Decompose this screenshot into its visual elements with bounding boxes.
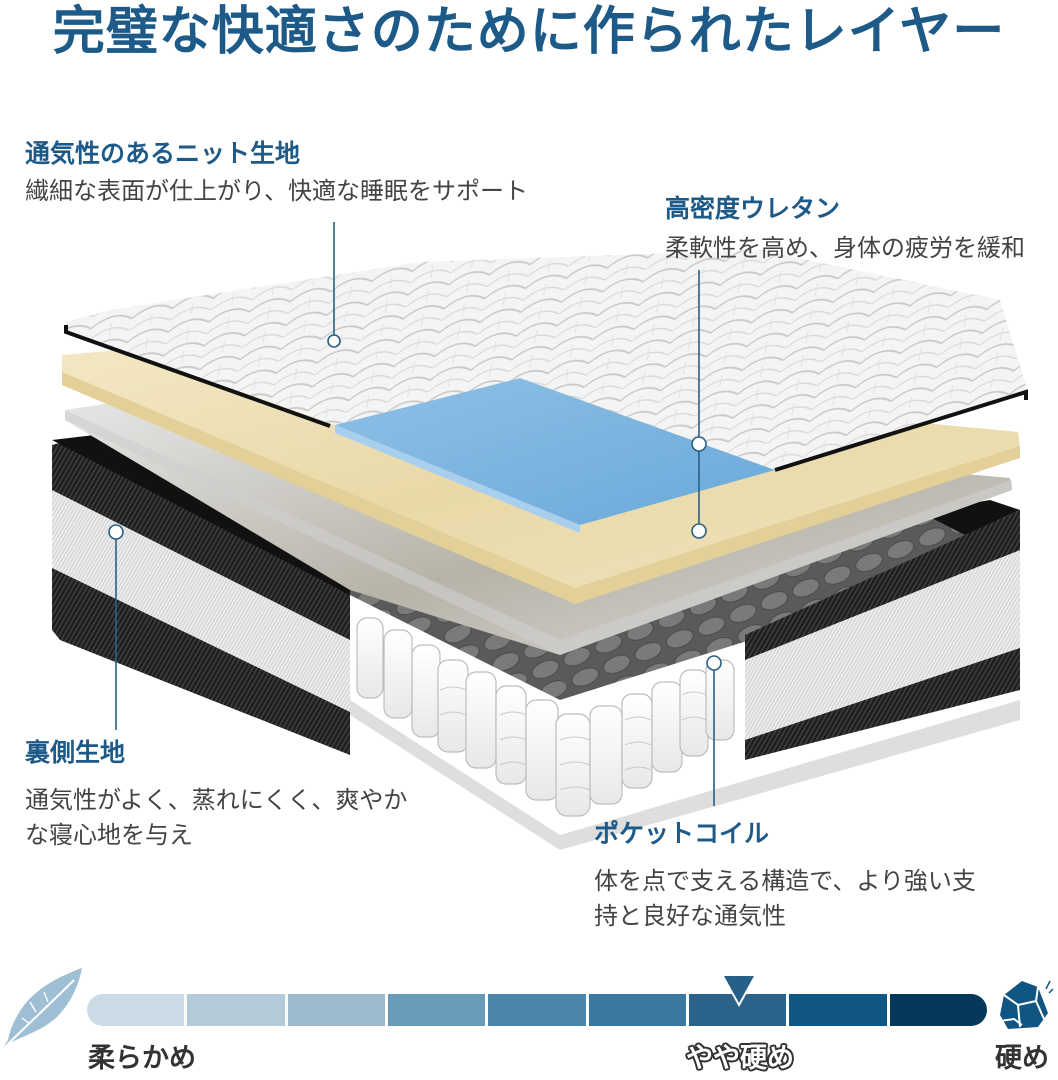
callout-leaders — [108, 222, 722, 806]
scale-segment-9 — [889, 994, 987, 1026]
callout-description-line-2: な寝心地を与え — [25, 821, 193, 849]
scale-segment-1 — [87, 994, 185, 1026]
knit-top-layer — [64, 250, 1028, 472]
scale-segment-2 — [187, 994, 285, 1026]
callout-title: 通気性のあるニット生地 — [25, 139, 301, 168]
label-firm: 硬め — [995, 1043, 1049, 1074]
page-title: 完璧な快適さのために作られたレイヤー — [52, 2, 1006, 62]
callout-title: 裏側生地 — [25, 738, 126, 767]
label-soft: 柔らかめ — [88, 1043, 196, 1074]
scale-segment-6 — [588, 994, 686, 1026]
callout-description-line-1: 体を点で支える構造で、より強い支 — [594, 867, 976, 895]
callout-description: 柔軟性を高め、身体の疲労を緩和 — [665, 234, 1025, 262]
scale-segment-3 — [287, 994, 385, 1026]
label-medium-firm: やや硬め — [686, 1043, 794, 1074]
blue-gel-foam-layer — [335, 378, 775, 525]
callout-description: 繊細な表面が仕上がり、快適な睡眠をサポート — [25, 177, 529, 205]
scale-segment-4 — [387, 994, 486, 1026]
scale-marker-triangle-icon — [724, 976, 754, 1003]
scale-segment-8 — [789, 994, 887, 1026]
callout-title: ポケットコイル — [594, 819, 770, 848]
rock-icon — [999, 980, 1054, 1029]
callout-title: 高密度ウレタン — [665, 194, 841, 223]
callout-description-line-2: 持と良好な通気性 — [594, 902, 786, 930]
firmness-scale-bar — [87, 994, 987, 1026]
scale-segment-5 — [488, 994, 586, 1026]
callout-description-line-1: 通気性がよく、蒸れにくく、爽やか — [25, 786, 408, 814]
feather-icon — [4, 968, 82, 1047]
